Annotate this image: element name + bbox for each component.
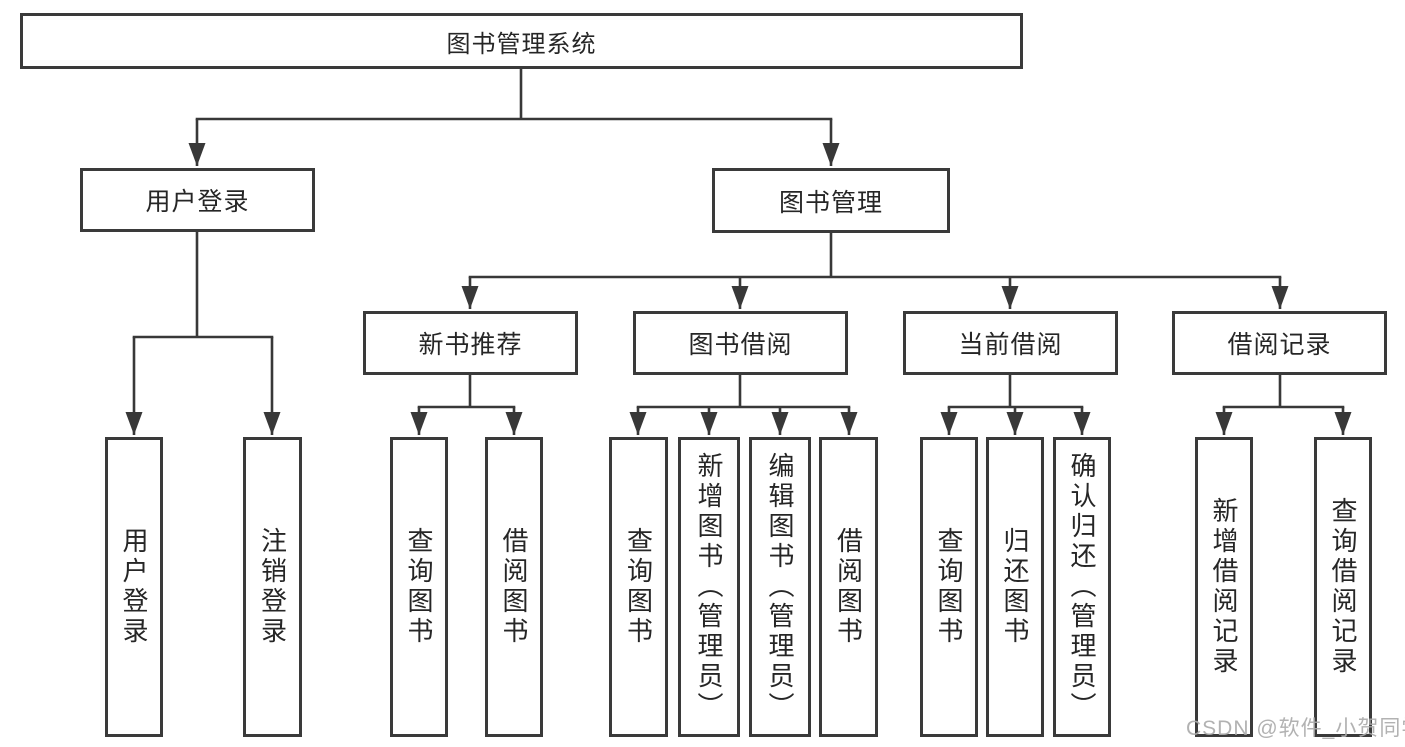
leaf-logout: 注销登录 [243, 437, 302, 737]
node-book-borrowing: 图书借阅 [633, 311, 848, 375]
leaf-user-login: 用户登录 [105, 437, 163, 737]
node-new-book-recommend: 新书推荐 [363, 311, 578, 375]
leaf-confirm-return-admin: 确认归还（管理员） [1053, 437, 1111, 737]
leaf-query-books-borrowing: 查询图书 [609, 437, 668, 737]
leaf-query-books-recommend: 查询图书 [390, 437, 448, 737]
leaf-borrow-books: 借阅图书 [819, 437, 878, 737]
leaf-query-books-current: 查询图书 [920, 437, 978, 737]
leaf-borrow-books-recommend: 借阅图书 [485, 437, 543, 737]
leaf-query-borrow-record: 查询借阅记录 [1314, 437, 1372, 737]
node-user-login: 用户登录 [80, 168, 315, 232]
leaf-add-books-admin: 新增图书（管理员） [678, 437, 740, 737]
leaf-edit-books-admin: 编辑图书（管理员） [749, 437, 811, 737]
node-borrowing-records: 借阅记录 [1172, 311, 1387, 375]
node-current-borrowing: 当前借阅 [903, 311, 1118, 375]
leaf-return-books: 归还图书 [986, 437, 1044, 737]
node-system-root: 图书管理系统 [20, 13, 1023, 69]
leaf-add-borrow-record: 新增借阅记录 [1195, 437, 1253, 737]
watermark-text: CSDN @软件_小贺同学 [1186, 717, 1405, 740]
node-book-management: 图书管理 [712, 168, 950, 233]
